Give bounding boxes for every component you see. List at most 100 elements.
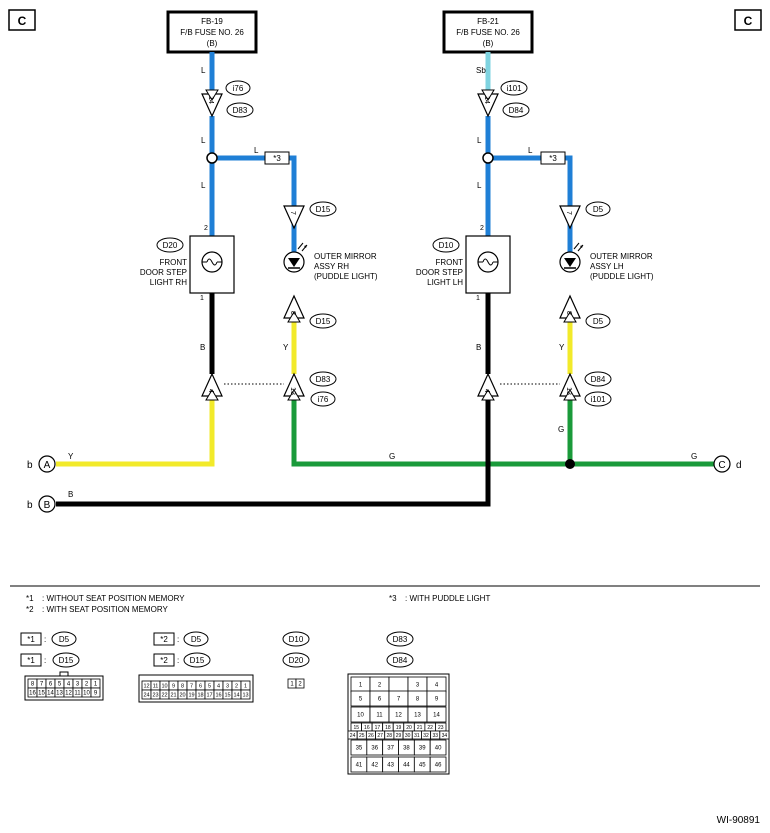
pin46-pin-label: 4 xyxy=(435,683,439,689)
cid-d84-top: D84 xyxy=(509,106,524,115)
pin24-pin-label: 9 xyxy=(172,683,175,689)
terminal-a-label: A xyxy=(44,460,51,471)
pin46-pin-label: 29 xyxy=(396,733,402,739)
cid-d10: D10 xyxy=(439,241,454,250)
puddle-light-diode-lh xyxy=(559,242,584,273)
corner-box-left: C xyxy=(8,9,36,31)
pin24-pin-label: 6 xyxy=(199,683,202,689)
wl-rh-top-upper: L xyxy=(201,66,206,75)
pin24-cell xyxy=(240,689,251,700)
label-door-lh-l3: LIGHT LH xyxy=(427,278,463,287)
wl-mid-g: G xyxy=(389,452,395,461)
connector-lh-pin13: 13 xyxy=(559,372,581,401)
legend1-mark-a: *1 xyxy=(27,635,35,644)
fuse-fb21-line1: FB-21 xyxy=(477,17,499,26)
pin46-pin-label: 27 xyxy=(377,733,383,739)
pin16-cell xyxy=(90,687,101,698)
label-door-lh-l2: DOOR STEP xyxy=(416,268,463,277)
wire-rh-y-to-a xyxy=(56,396,215,467)
wl-rh-b: B xyxy=(200,343,205,352)
pin-lh-7: 7 xyxy=(565,211,572,215)
pin46-pin-label: 46 xyxy=(435,763,442,769)
pin46-pin-label: 9 xyxy=(435,697,439,703)
fuse-fb19-line3: (B) xyxy=(207,39,218,48)
figure-id: WI-90891 xyxy=(717,815,761,826)
junction-ground xyxy=(565,459,575,469)
pin46-pin-label: 34 xyxy=(442,733,448,739)
wl-lh-top-mid: L xyxy=(477,136,482,145)
cid-d15-upper: D15 xyxy=(316,205,331,214)
wire-labels: L L L L Sb L L L B Y B Y G Y G G B xyxy=(68,66,697,499)
pin24-pin-label: 19 xyxy=(188,692,194,698)
pin46-pin-label: 14 xyxy=(433,713,440,719)
pin16-pin-label: 5 xyxy=(58,682,62,688)
cid-d83-bottom: D83 xyxy=(316,375,331,384)
cid-i101-top: i101 xyxy=(506,84,522,93)
pin24-pin-label: 22 xyxy=(161,692,167,698)
wl-right-g: G xyxy=(691,452,697,461)
splice-rh-label: *3 xyxy=(273,154,281,163)
wl-lh-top-low: L xyxy=(477,181,482,190)
terminal-a-prefix: b xyxy=(27,460,33,471)
pin24-pin-label: 10 xyxy=(161,683,167,689)
legend2-c2: D15 xyxy=(190,656,205,665)
legend1-c2: D15 xyxy=(59,656,74,665)
legend2-colon-b: : xyxy=(177,656,179,665)
pin-rh-4: 4 xyxy=(207,389,214,393)
notes: *1 : WITHOUT SEAT POSITION MEMORY *2 : W… xyxy=(26,594,490,614)
note1-mark: *1 xyxy=(26,594,34,603)
pin46-cell xyxy=(426,706,447,723)
pin46-pin-label: 1 xyxy=(359,683,363,689)
wl-rh-branch: L xyxy=(254,146,259,155)
splice-rh: *3 xyxy=(264,151,290,165)
pin46-pin-label: 30 xyxy=(405,733,411,739)
pin16-pin-label: 1 xyxy=(94,682,98,688)
legend3-c2: D20 xyxy=(289,656,304,665)
puddle-light-diode-rh xyxy=(283,242,308,273)
pin46-pin-label: 33 xyxy=(432,733,438,739)
pin16-pin-label: 3 xyxy=(76,682,80,688)
corner-box-right: C xyxy=(734,9,762,31)
pin46-pin-label: 38 xyxy=(403,746,410,752)
cid-d15-lower: D15 xyxy=(316,317,331,326)
pin16-pin-label: 14 xyxy=(47,691,54,697)
pin2-pin-label: 1 xyxy=(290,682,294,688)
label-mirror-rh-l2: ASSY RH xyxy=(314,262,349,271)
pin24-pin-label: 7 xyxy=(190,683,193,689)
pin-rh-13: 13 xyxy=(289,387,296,395)
pinout-46-frame xyxy=(347,673,450,775)
label-door-rh-l1: FRONT xyxy=(159,258,187,267)
connector-rh-mirror-7: 7 xyxy=(283,205,305,230)
pin46-pin-label: 21 xyxy=(417,725,423,731)
legend2-mark-b: *2 xyxy=(160,656,168,665)
pin46-pin-label: 23 xyxy=(438,725,444,731)
terminal-c: C d xyxy=(713,455,742,473)
pin-rh-14: 14 xyxy=(207,96,214,104)
pin46-pin-label: 11 xyxy=(376,713,383,719)
pin-lh-8: 8 xyxy=(565,311,572,315)
label-door-lh-l1: FRONT xyxy=(435,258,463,267)
pin16-pin-label: 12 xyxy=(65,691,72,697)
pin46-pin-label: 24 xyxy=(350,733,356,739)
pin-rh-8: 8 xyxy=(289,311,296,315)
pin24-pin-label: 24 xyxy=(143,692,149,698)
cid-i76-bottom: i76 xyxy=(318,395,329,404)
pin24-pin-label: 5 xyxy=(208,683,211,689)
pin16-pin-label: 10 xyxy=(83,691,90,697)
pin2-cell xyxy=(295,678,305,689)
fuse-box-fb19: FB-19 F/B FUSE NO. 26 (B) xyxy=(166,10,258,54)
splice-lh: *3 xyxy=(540,151,566,165)
lamp-rh-pin2: 2 xyxy=(204,225,208,232)
legend-group-4: D83 D84 xyxy=(386,631,414,668)
wl-rh-top-mid: L xyxy=(201,136,206,145)
pin16-pin-label: 13 xyxy=(56,691,63,697)
pin24-pin-label: 18 xyxy=(197,692,203,698)
door-step-light-rh: 2 1 xyxy=(189,225,235,302)
terminal-b-label: B xyxy=(44,500,51,511)
pin24-pin-label: 23 xyxy=(152,692,158,698)
pin24-pin-label: 3 xyxy=(226,683,229,689)
pin24-pin-label: 17 xyxy=(206,692,212,698)
label-mirror-lh: OUTER MIRROR ASSY LH (PUDDLE LIGHT) xyxy=(590,252,654,281)
pin46-pin-label: 19 xyxy=(396,725,402,731)
